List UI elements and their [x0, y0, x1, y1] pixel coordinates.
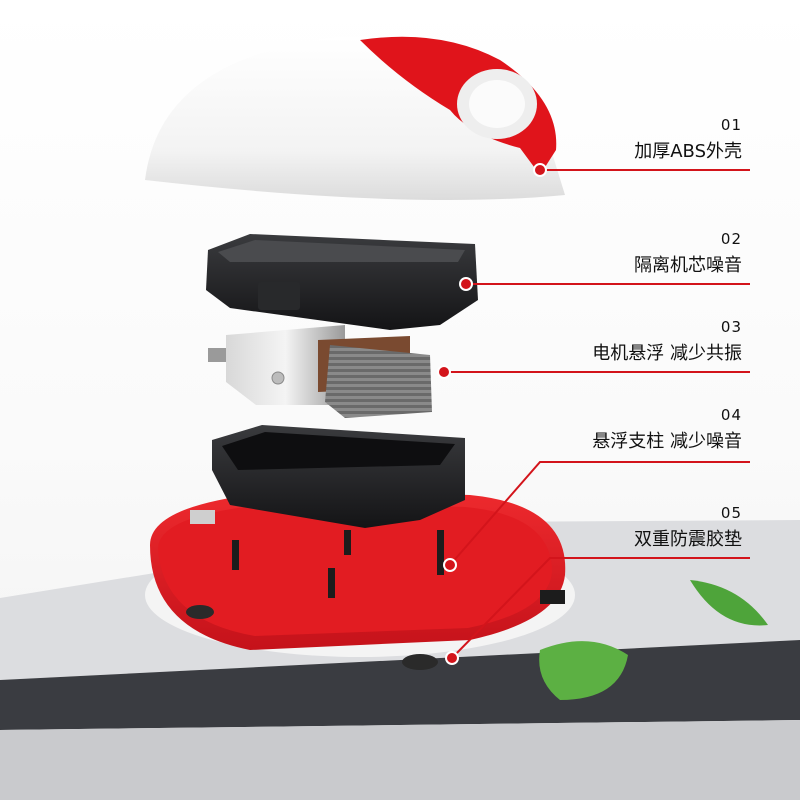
callout-text: 悬浮支柱 减少噪音 — [592, 431, 742, 452]
lower-case — [212, 425, 465, 528]
callout-lines — [437, 163, 750, 665]
callout-text: 电机悬浮 减少共振 — [592, 343, 742, 364]
callout-04: 04 悬浮支柱 减少噪音 — [592, 406, 742, 454]
callout-05: 05 双重防震胶垫 — [634, 504, 742, 552]
callout-number: 01 — [720, 116, 742, 134]
callout-text: 加厚ABS外壳 — [634, 141, 742, 162]
callout-01: 01 加厚ABS外壳 — [634, 116, 742, 164]
top-shell — [145, 36, 565, 200]
callout-number: 04 — [720, 406, 742, 424]
floor-surface — [0, 720, 800, 800]
callout-number: 03 — [720, 318, 742, 336]
callout-number: 05 — [720, 504, 742, 522]
callout-03: 03 电机悬浮 减少共振 — [592, 318, 742, 366]
callout-text: 双重防震胶垫 — [634, 529, 742, 550]
base-tray — [145, 490, 575, 670]
upper-lid — [206, 234, 478, 330]
callout-number: 02 — [720, 230, 742, 248]
motor-assembly — [208, 325, 432, 418]
callout-text: 隔离机芯噪音 — [634, 255, 742, 276]
leaf-decoration — [539, 580, 768, 700]
callout-02: 02 隔离机芯噪音 — [634, 230, 742, 278]
